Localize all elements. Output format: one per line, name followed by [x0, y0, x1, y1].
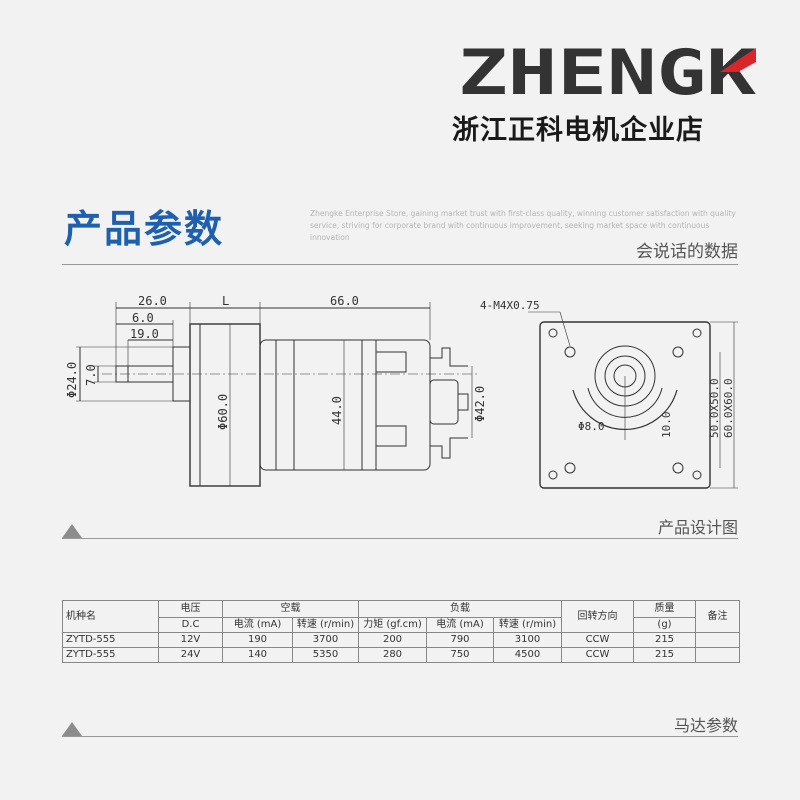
dim-hole-spacing: 50.0X50.0: [708, 378, 721, 438]
cell-nl-current: 190: [222, 632, 293, 648]
mount-hole: [564, 462, 576, 474]
side-view: [76, 302, 480, 487]
mount-hole: [672, 346, 684, 358]
col-mass: 质量: [633, 600, 696, 618]
section-subtitle: 会说话的数据: [636, 242, 738, 262]
col-l-speed: 转速 (r/min): [493, 617, 562, 633]
col-voltage-unit: D.C: [158, 617, 223, 633]
front-view: [528, 311, 738, 489]
motor-can: [259, 339, 431, 471]
mount-hole: [564, 346, 576, 358]
motor-spec-table: 机种名 电压 空载 负载 回转方向 质量 备注 D.C 电流 (mA) 转速 (…: [62, 600, 740, 663]
cell-rotation: CCW: [561, 632, 634, 648]
dim-motor-length: 66.0: [330, 294, 359, 308]
cell-voltage: 24V: [158, 647, 223, 663]
col-torque: 力矩 (gf.cm): [358, 617, 427, 633]
terminal-bottom: [430, 437, 468, 459]
dim-shaft-end-dia: Φ8.0: [578, 420, 605, 433]
col-nl-speed: 转速 (r/min): [292, 617, 359, 633]
cell-l-speed: 3100: [493, 632, 562, 648]
dim-motor-dia: Φ42.0: [473, 386, 487, 422]
cell-rotation: CCW: [561, 647, 634, 663]
slogan-text: Zhengke Enterprise Store, gaining market…: [310, 209, 736, 242]
col-mass-unit: (g): [633, 617, 696, 633]
mount-hole: [672, 462, 684, 474]
cell-l-speed: 4500: [493, 647, 562, 663]
col-remarks: 备注: [695, 600, 740, 633]
dim-boss-dia: Φ24.0: [65, 362, 79, 398]
cell-voltage: 12V: [158, 632, 223, 648]
params-caption: 马达参数: [673, 716, 738, 735]
table-row: ZYTD-555 12V 190 3700 200 790 3100 CCW 2…: [62, 632, 740, 648]
motor-end-bushing: [429, 379, 459, 425]
cell-l-current: 790: [426, 632, 494, 648]
table-row: ZYTD-555 24V 140 5350 280 750 4500 CCW 2…: [62, 647, 740, 663]
col-voltage: 电压: [158, 600, 223, 618]
cell-remarks: [695, 632, 740, 648]
cell-torque: 280: [358, 647, 427, 663]
col-l-current: 电流 (mA): [426, 617, 494, 633]
cell-nl-current: 140: [222, 647, 293, 663]
design-caption: 产品设计图: [657, 518, 738, 537]
divider-line: [62, 538, 738, 539]
dim-square-size: 60.0X60.0: [722, 378, 735, 438]
cell-mass: 215: [633, 647, 696, 663]
store-name: 浙江正科电机企业店: [452, 115, 704, 146]
cell-torque: 200: [358, 632, 427, 648]
cell-l-current: 750: [426, 647, 494, 663]
cell-nl-speed: 3700: [292, 632, 359, 648]
mount-plate: [539, 321, 711, 489]
divider-line: [62, 264, 738, 265]
dim-shaft-flat: 6.0: [132, 311, 154, 325]
cell-mass: 215: [633, 632, 696, 648]
col-rotation: 回转方向: [561, 600, 634, 633]
motor-design-drawing: 26.0 L 66.0 6.0 19.0 Φ24.0 7.0 Φ60.0 44.…: [65, 294, 738, 489]
table-subheader-row: D.C 电流 (mA) 转速 (r/min) 力矩 (gf.cm) 电流 (mA…: [63, 617, 740, 633]
divider-line: [62, 736, 738, 737]
col-no-load: 空载: [222, 600, 359, 618]
col-model: 机种名: [62, 600, 159, 633]
dim-flat-depth: 10.0: [660, 412, 673, 439]
table-header-row: 机种名 电压 空载 负载 回转方向 质量 备注: [62, 600, 740, 633]
dim-shaft-total: 26.0: [138, 294, 167, 308]
cell-nl-speed: 5350: [292, 647, 359, 663]
dim-gearbox-height: Φ60.0: [216, 394, 230, 430]
divider-triangle: [62, 722, 82, 736]
cell-model: ZYTD-555: [62, 647, 159, 663]
col-load: 负载: [358, 600, 562, 618]
cell-model: ZYTD-555: [62, 632, 159, 648]
logo-red-accent: [720, 48, 756, 72]
section-title: 产品参数: [64, 207, 225, 251]
zhengk-logo: ZHENGK: [458, 44, 757, 100]
cell-remarks: [695, 647, 740, 663]
terminal-top: [430, 347, 468, 367]
logo-wordmark: ZHENGK: [458, 44, 757, 100]
dim-gear-length: L: [222, 294, 229, 308]
dim-motor-height: 44.0: [330, 396, 344, 425]
dim-shaft-key: 19.0: [130, 327, 159, 341]
dim-mount-holes: 4-M4X0.75: [480, 299, 540, 312]
divider-triangle: [62, 524, 82, 538]
col-nl-current: 电流 (mA): [222, 617, 293, 633]
dim-shaft-dia: 7.0: [84, 364, 98, 386]
